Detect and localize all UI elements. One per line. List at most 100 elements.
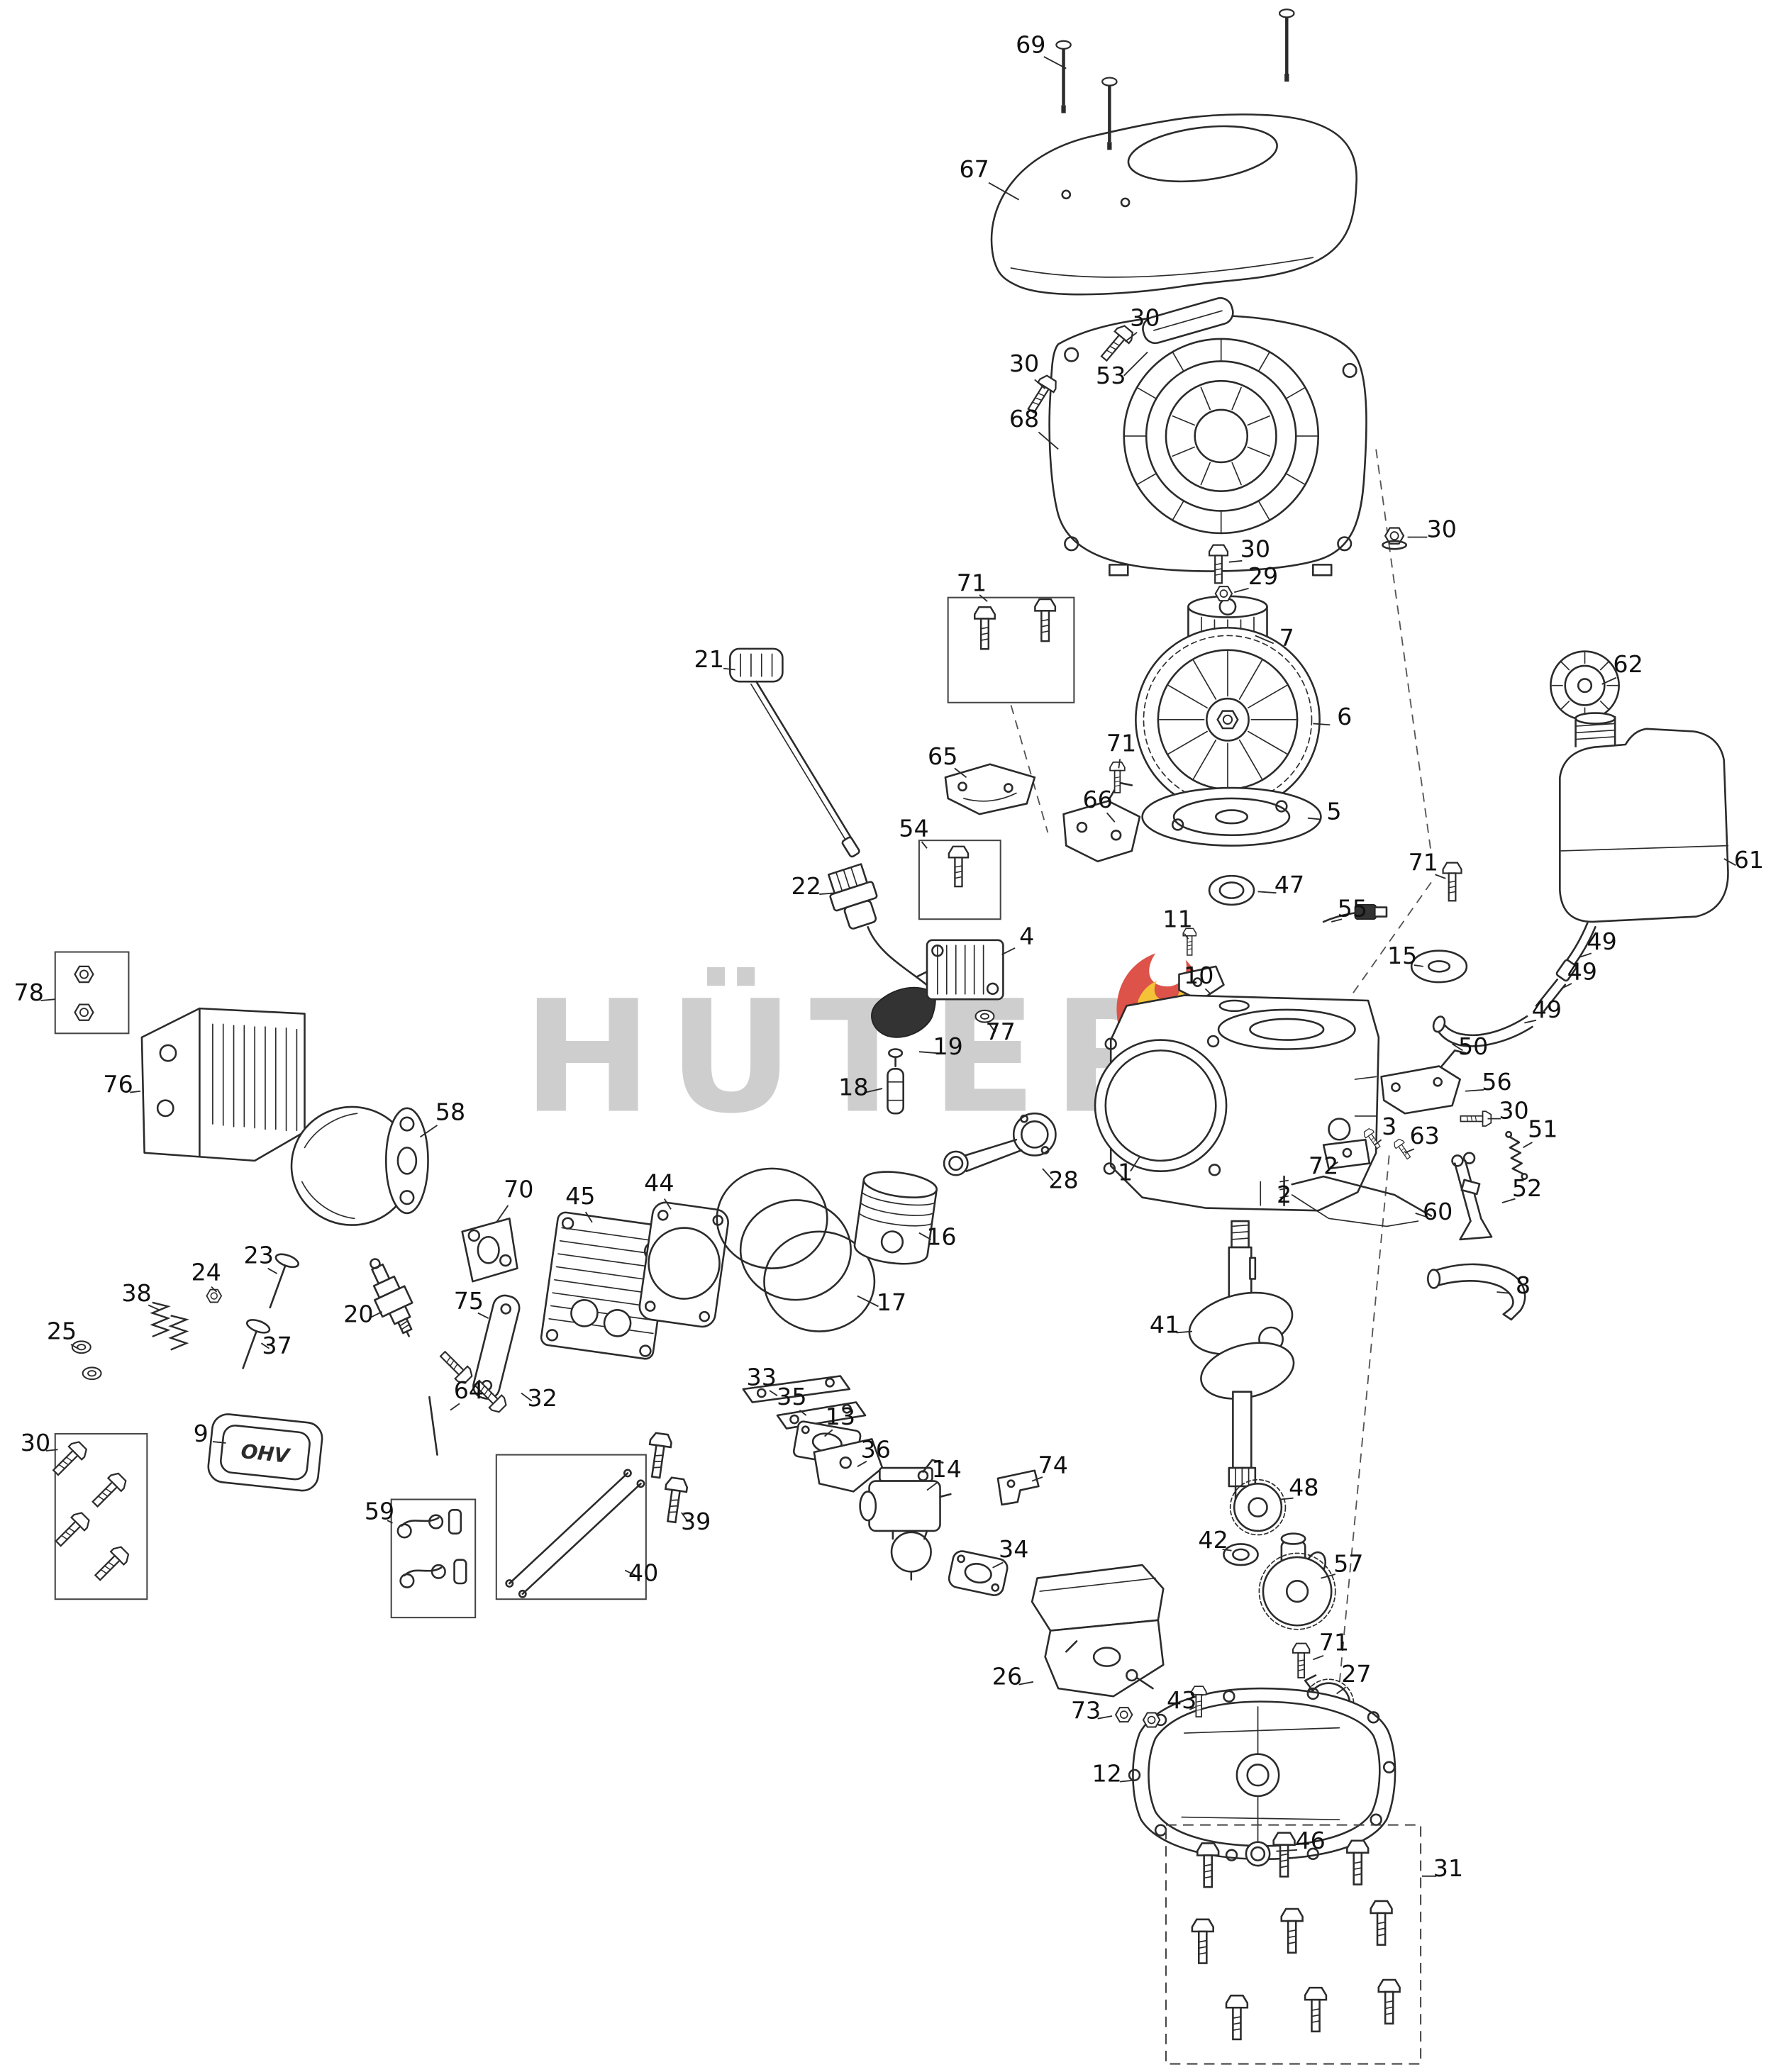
callout-59: 59 xyxy=(365,1497,394,1525)
callout-38: 38 xyxy=(121,1279,151,1307)
part-muffler-58 xyxy=(290,1105,429,1226)
callout-leader xyxy=(1123,351,1148,377)
callout-43: 43 xyxy=(1167,1686,1196,1714)
callout-leader xyxy=(1257,891,1277,894)
callout-77: 77 xyxy=(985,1018,1015,1046)
callout-52: 52 xyxy=(1512,1174,1542,1202)
callout-leader xyxy=(1601,676,1617,685)
callout-46: 46 xyxy=(1295,1827,1325,1854)
callout-leader xyxy=(921,841,928,849)
callout-leader xyxy=(1374,1139,1382,1146)
callout-64: 64 xyxy=(454,1376,484,1404)
callout-leader xyxy=(1176,1330,1193,1334)
callout-leader xyxy=(1189,1706,1196,1710)
callout-50: 50 xyxy=(1458,1032,1488,1060)
part-spark-plug-20 xyxy=(370,1258,413,1337)
callout-33: 33 xyxy=(747,1363,777,1391)
part-fuel-line-49-50 xyxy=(1432,922,1596,1047)
part-throttle-bracket-56 xyxy=(1380,1049,1467,1115)
part-bracket-74 xyxy=(996,1469,1040,1506)
callout-leader xyxy=(1276,1849,1298,1852)
callout-70: 70 xyxy=(504,1176,533,1203)
callout-76: 76 xyxy=(103,1071,133,1098)
callout-51: 51 xyxy=(1528,1115,1557,1143)
hardware-box-78 xyxy=(54,951,130,1035)
part-rod-60-stud-2-bracket-72 xyxy=(1279,1138,1433,1227)
callout-19: 19 xyxy=(933,1032,962,1060)
part-crankshaft-41 xyxy=(1188,1220,1295,1503)
part-fuel-cap-62 xyxy=(1550,650,1620,721)
callout-leader xyxy=(1184,933,1189,940)
callout-leader xyxy=(723,667,735,671)
callout-leader xyxy=(1204,988,1211,995)
callout-leader xyxy=(926,1481,938,1491)
part-bearing-47 xyxy=(1208,874,1255,906)
callout-78: 78 xyxy=(14,979,44,1006)
part-plates-33-35-pin-64 xyxy=(428,1375,867,1456)
part-muffler-cover-76 xyxy=(140,1007,306,1162)
callout-31: 31 xyxy=(1433,1854,1463,1882)
callout-leader xyxy=(681,1512,689,1522)
callout-30: 30 xyxy=(21,1429,50,1456)
valve-cover-label: OHV xyxy=(240,1439,292,1468)
hardware-box-31 xyxy=(1165,1824,1422,2065)
callout-60: 60 xyxy=(1423,1198,1453,1225)
callout-leader xyxy=(212,1441,226,1444)
callout-leader xyxy=(819,892,837,895)
callout-leader xyxy=(1336,1686,1347,1695)
callout-leader xyxy=(584,1211,593,1223)
callout-18: 18 xyxy=(838,1073,868,1101)
hardware-box-30 xyxy=(54,1432,148,1600)
callout-leader xyxy=(1018,1681,1034,1686)
callout-leader xyxy=(1723,858,1736,867)
callout-7: 7 xyxy=(1279,624,1294,652)
callout-leader xyxy=(1312,1654,1324,1661)
callout-26: 26 xyxy=(992,1663,1022,1691)
callout-54: 54 xyxy=(899,815,928,842)
callout-leader xyxy=(1435,874,1446,879)
callout-28: 28 xyxy=(1048,1166,1078,1194)
callout-leader xyxy=(1031,1476,1043,1482)
callout-66: 66 xyxy=(1082,786,1112,813)
callout-73: 73 xyxy=(1071,1697,1101,1725)
callout-leader xyxy=(1001,947,1016,956)
part-spring-51 xyxy=(1505,1130,1528,1181)
callout-leader xyxy=(624,1569,636,1576)
part-clip-10 xyxy=(1178,965,1225,1002)
part-dipstick-21 xyxy=(729,647,860,858)
part-cover-15 xyxy=(1410,949,1468,984)
callout-leader xyxy=(1279,1497,1294,1500)
callout-leader xyxy=(1501,1198,1516,1204)
part-connecting-rod-28 xyxy=(943,1112,1057,1176)
callout-leader xyxy=(496,1205,509,1223)
callout-leader xyxy=(1042,1168,1054,1181)
part-top-cover-67 xyxy=(990,113,1357,296)
callout-leader xyxy=(1124,331,1138,342)
callout-leader xyxy=(1106,812,1116,823)
hardware-box-40 xyxy=(495,1454,647,1600)
watermark-text: HÜTER xyxy=(523,967,1188,1148)
callout-leader xyxy=(1496,1291,1511,1294)
callout-leader xyxy=(260,1342,270,1349)
callout-30: 30 xyxy=(1427,516,1457,543)
part-piston-rings-17 xyxy=(716,1167,876,1332)
callout-leader xyxy=(1523,1142,1533,1149)
callout-49: 49 xyxy=(1567,957,1597,985)
callout-3: 3 xyxy=(1382,1113,1396,1140)
callout-44: 44 xyxy=(644,1169,674,1196)
callout-leader xyxy=(988,1022,996,1032)
callout-leader xyxy=(799,1409,807,1416)
callout-21: 21 xyxy=(694,645,724,673)
part-head-gasket-44 xyxy=(638,1201,729,1328)
callout-23: 23 xyxy=(244,1241,274,1269)
part-dowel-18-19 xyxy=(887,1048,904,1115)
callout-71: 71 xyxy=(1106,729,1136,757)
callout-leader xyxy=(1331,918,1343,923)
fasteners xyxy=(48,9,1492,2041)
callout-leader xyxy=(1307,817,1321,820)
callout-leader xyxy=(857,1295,879,1308)
part-starter-handle-53 xyxy=(1142,297,1234,345)
part-recoil-housing-68 xyxy=(1048,314,1367,577)
callout-69: 69 xyxy=(1016,30,1045,58)
